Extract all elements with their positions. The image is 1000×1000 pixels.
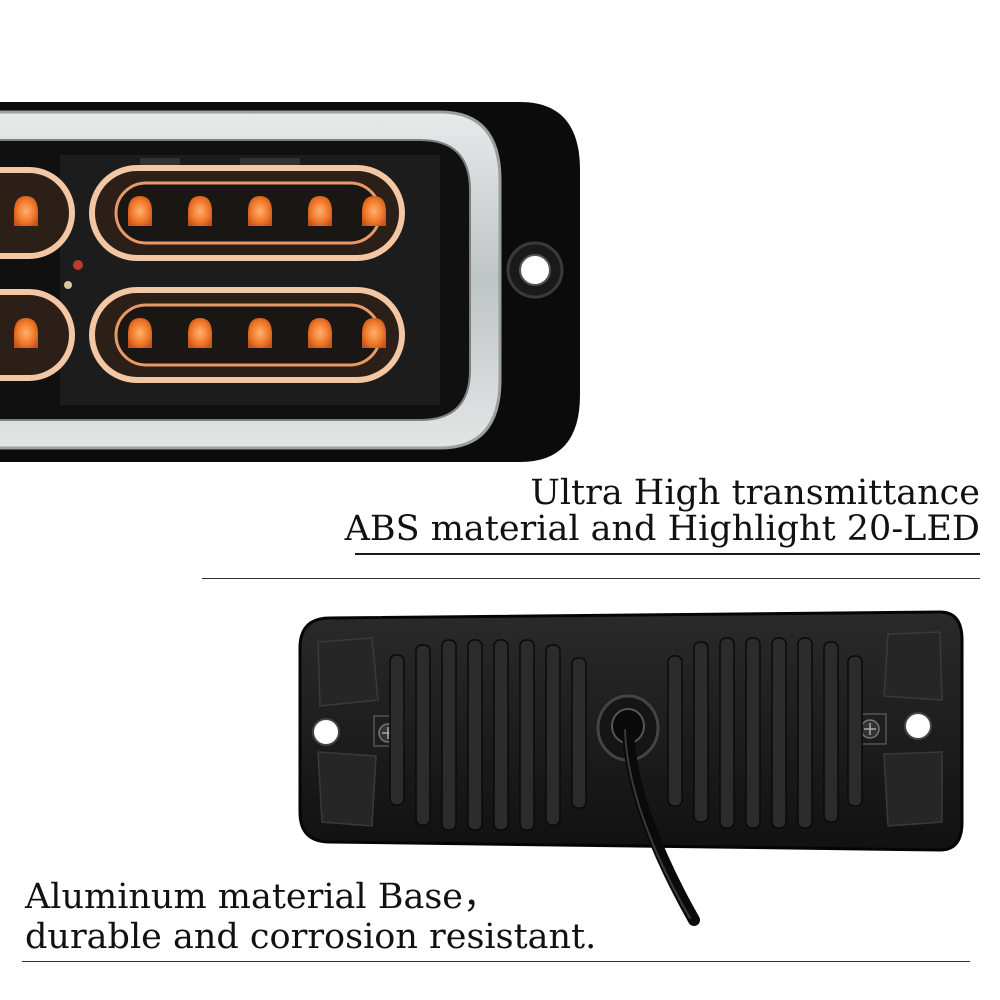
led-pod-top-left [0, 167, 75, 259]
caption-bottom-line-1: Aluminum material Base， [25, 877, 498, 917]
caption-top-line-2: ABS material and Highlight 20-LED [344, 509, 980, 549]
led-pod-bottom-left [0, 289, 75, 381]
mounting-hole-right-icon [904, 712, 932, 740]
led-pod-top-right [89, 165, 405, 261]
divider-bottom [22, 961, 970, 962]
caption-top-line-1: Ultra High transmittance [530, 473, 980, 513]
divider-top [202, 578, 980, 579]
caption-bottom-line-2: durable and corrosion resistant. [25, 917, 597, 957]
mounting-hole-left-icon [312, 718, 340, 746]
lens [0, 110, 502, 450]
power-cable [622, 724, 700, 926]
divider-top-underline [355, 553, 980, 555]
led-pod-bottom-right [89, 287, 405, 383]
